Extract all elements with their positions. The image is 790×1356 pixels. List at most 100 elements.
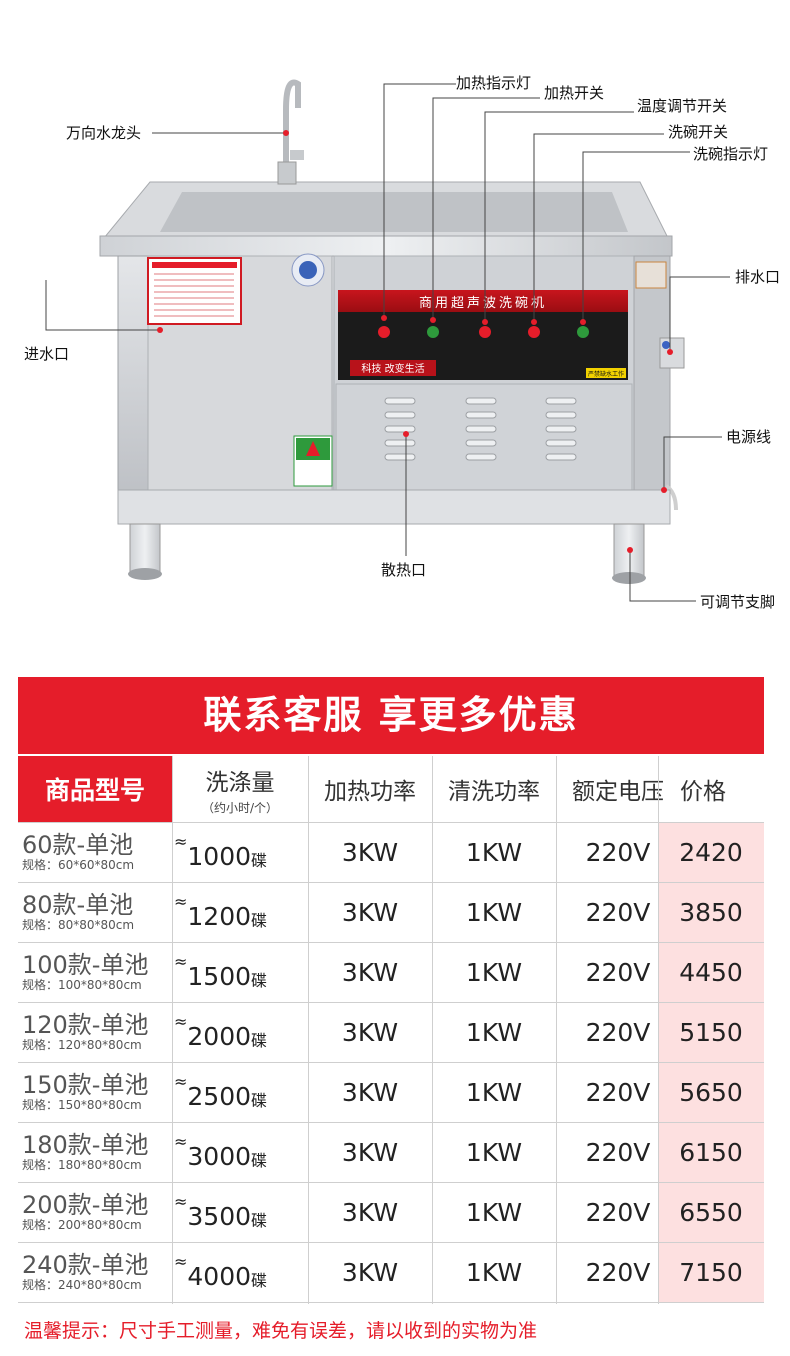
price-cell: 5150 — [658, 1002, 764, 1062]
table-row-divider — [18, 822, 764, 823]
model-spec: 规格：80*80*80cm — [22, 918, 135, 932]
model-name: 200款-单池 — [22, 1191, 149, 1219]
wash-power-cell: 1KW — [465, 837, 523, 867]
model-spec: 规格：200*80*80cm — [22, 1218, 142, 1232]
model-cell: 150款-单池规格：150*80*80cm — [18, 1062, 172, 1122]
model-name: 150款-单池 — [22, 1071, 149, 1099]
table-row-divider — [18, 1242, 764, 1243]
capacity-value: 1200 — [187, 901, 252, 931]
table-row-divider — [18, 1122, 764, 1123]
price-cell: 6550 — [658, 1182, 764, 1242]
panel-badge: 严禁缺水工作 — [588, 370, 624, 378]
model-cell: 60款-单池规格：60*60*80cm — [18, 822, 172, 882]
approx-sign: ≈ — [174, 952, 188, 971]
model-cell: 240款-单池规格：240*80*80cm — [18, 1242, 172, 1302]
callout-drain: 排水口 — [735, 268, 781, 286]
approx-sign: ≈ — [174, 1252, 188, 1271]
table-column-divider — [432, 756, 433, 1304]
wash-power-cell: 1KW — [465, 897, 523, 927]
heat-power-cell: 3KW — [341, 1257, 399, 1287]
product-illustration: 商用超声波洗碗机 科技 改变生活 严禁缺水工作 — [0, 0, 790, 660]
heat-power-cell: 3KW — [341, 897, 399, 927]
model-name: 240款-单池 — [22, 1251, 149, 1279]
table-row-divider — [18, 1302, 764, 1303]
contact-banner[interactable]: 联系客服 享更多优惠 — [18, 677, 764, 754]
voltage-cell: 220V — [585, 837, 651, 867]
table-row-divider — [18, 942, 764, 943]
callout-heat-switch: 加热开关 — [544, 84, 605, 102]
callout-heat-indicator: 加热指示灯 — [456, 74, 532, 92]
wash-power-cell: 1KW — [465, 1017, 523, 1047]
header-price: 价格 — [680, 779, 726, 805]
approx-sign: ≈ — [174, 1072, 188, 1091]
approx-sign: ≈ — [174, 1192, 188, 1211]
approx-sign: ≈ — [174, 892, 188, 911]
model-cell: 180款-单池规格：180*80*80cm — [18, 1122, 172, 1182]
voltage-cell: 220V — [585, 1257, 651, 1287]
header-capacity: 洗涤量 （约小时/个） — [172, 756, 308, 822]
model-cell: 120款-单池规格：120*80*80cm — [18, 1002, 172, 1062]
callout-faucet: 万向水龙头 — [66, 124, 142, 142]
voltage-cell: 220V — [585, 897, 651, 927]
model-cell: 100款-单池规格：100*80*80cm — [18, 942, 172, 1002]
table-row-divider — [18, 1002, 764, 1003]
model-name: 100款-单池 — [22, 951, 149, 979]
wash-power-cell: 1KW — [465, 1257, 523, 1287]
price-cell: 3850 — [658, 882, 764, 942]
voltage-cell: 220V — [585, 1197, 651, 1227]
panel-title: 商用超声波洗碗机 — [419, 295, 547, 311]
wash-power-cell: 1KW — [465, 1077, 523, 1107]
table-column-divider — [658, 756, 659, 1304]
header-wash-power: 清洗功率 — [448, 779, 540, 805]
model-spec: 规格：150*80*80cm — [22, 1098, 142, 1112]
table-column-divider — [308, 756, 309, 1304]
price-cell: 2420 — [658, 822, 764, 882]
dishwasher-image: 商用超声波洗碗机 科技 改变生活 严禁缺水工作 — [45, 79, 730, 602]
model-name: 120款-单池 — [22, 1011, 149, 1039]
approx-sign: ≈ — [174, 832, 188, 851]
callout-power-cord: 电源线 — [726, 428, 772, 446]
approx-sign: ≈ — [174, 1012, 188, 1031]
spec-price-table: 商品型号 洗涤量 （约小时/个） 加热功率 清洗功率 额定电压 价格 60款-单… — [18, 756, 764, 1304]
voltage-cell: 220V — [585, 1017, 651, 1047]
price-cell: 7150 — [658, 1242, 764, 1302]
heat-power-cell: 3KW — [341, 1197, 399, 1227]
capacity-value: 4000 — [187, 1261, 252, 1291]
capacity-value: 2500 — [187, 1081, 252, 1111]
table-row-divider — [18, 882, 764, 883]
wash-power-cell: 1KW — [465, 957, 523, 987]
table-column-divider — [556, 756, 557, 1304]
capacity-unit: 碟 — [251, 971, 268, 990]
capacity-unit: 碟 — [251, 851, 268, 870]
model-spec: 规格：100*80*80cm — [22, 978, 142, 992]
heat-power-cell: 3KW — [341, 1077, 399, 1107]
capacity-unit: 碟 — [251, 911, 268, 930]
model-name: 180款-单池 — [22, 1131, 149, 1159]
table-row-divider — [18, 1182, 764, 1183]
heat-power-cell: 3KW — [341, 1017, 399, 1047]
table-row-divider — [18, 1062, 764, 1063]
model-name: 60款-单池 — [22, 831, 134, 859]
capacity-value: 2000 — [187, 1021, 252, 1051]
model-spec: 规格：120*80*80cm — [22, 1038, 142, 1052]
callout-wash-switch: 洗碗开关 — [668, 123, 729, 141]
price-cell: 4450 — [658, 942, 764, 1002]
price-cell: 6150 — [658, 1122, 764, 1182]
approx-sign: ≈ — [174, 1132, 188, 1151]
measurement-note: 温馨提示：尺寸手工测量，难免有误差，请以收到的实物为准 — [24, 1320, 538, 1342]
capacity-unit: 碟 — [251, 1031, 268, 1050]
